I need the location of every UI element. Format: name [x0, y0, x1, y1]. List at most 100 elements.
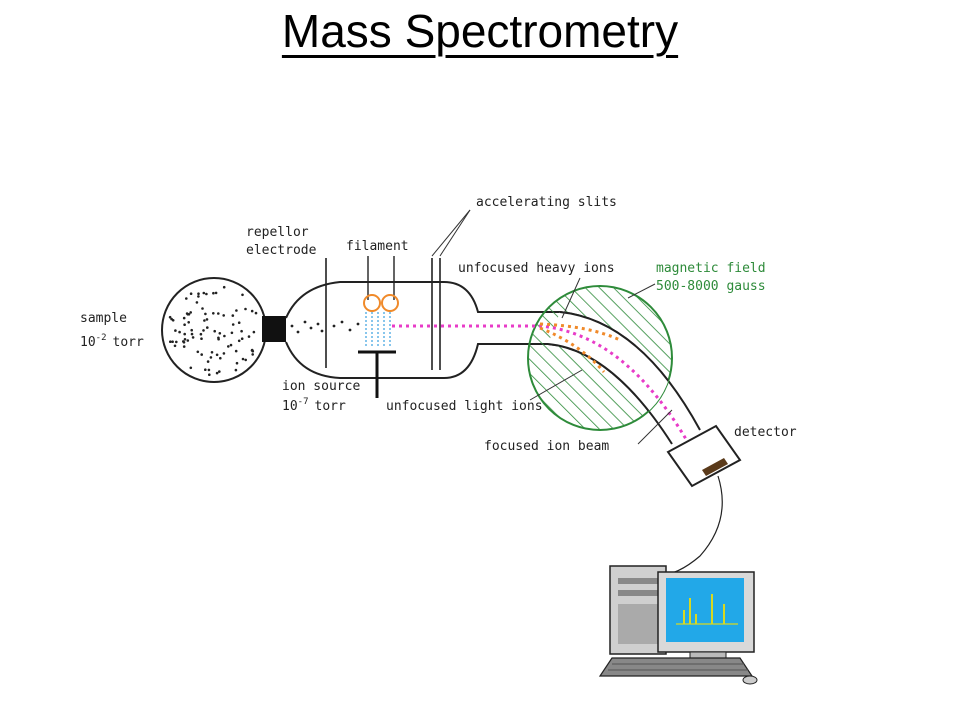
- sample-particle: [241, 357, 245, 361]
- sample-particle: [204, 368, 207, 372]
- sample-molecule: [356, 322, 360, 326]
- sample-particle: [235, 309, 238, 312]
- sample-particle: [170, 317, 173, 321]
- sample-particle: [190, 328, 193, 332]
- sample-particle: [215, 353, 219, 357]
- sample-particle: [183, 332, 186, 336]
- sample-particle: [212, 312, 215, 315]
- sample-particle: [187, 321, 190, 324]
- sample-particle: [195, 301, 199, 304]
- sample-particle: [168, 315, 172, 319]
- sample-particle: [212, 291, 215, 295]
- sample-particle: [218, 370, 221, 373]
- sample-particle: [229, 343, 233, 347]
- ion-beams: [392, 322, 692, 447]
- sample-molecule: [340, 320, 344, 324]
- spectrum-peaks: [676, 594, 738, 625]
- label-focused-ion-beam: focused ion beam: [484, 439, 609, 454]
- sample-particle: [202, 291, 206, 295]
- sample-particle: [182, 316, 186, 320]
- sample-particle: [237, 339, 241, 343]
- sample-particle: [250, 309, 254, 313]
- sample-particle: [222, 314, 225, 317]
- sample-particle: [183, 338, 187, 341]
- sample-particle: [173, 344, 177, 348]
- sample-particle: [231, 314, 235, 317]
- sample-particle: [183, 323, 186, 327]
- sample-particle: [217, 336, 220, 340]
- label-electrode: electrode: [246, 243, 317, 258]
- sample-molecule: [303, 320, 307, 324]
- sample-particle: [235, 361, 239, 365]
- sample-particle: [217, 312, 220, 315]
- sample-particle: [240, 337, 244, 341]
- sample-molecule: [348, 328, 352, 332]
- label-repellor: repellor: [246, 225, 309, 240]
- label-ion-source: ion source: [282, 379, 360, 394]
- sample-particle: [204, 312, 207, 316]
- label-magnetic-field-range: 500-8000 gauss: [656, 279, 766, 294]
- label-magnetic-field: magnetic field: [656, 261, 766, 276]
- sample-particle: [199, 332, 203, 336]
- sample-particle: [251, 353, 254, 356]
- sample-particle: [189, 311, 192, 314]
- sample-particle: [169, 340, 172, 344]
- sample-particle: [206, 360, 210, 363]
- sample-molecule: [316, 322, 320, 326]
- sample-particle: [227, 345, 230, 348]
- sample-particle: [234, 349, 238, 353]
- sample-particle: [190, 332, 194, 336]
- sample-particle: [174, 329, 177, 332]
- sample-particle: [171, 340, 174, 344]
- sample-particle: [205, 318, 209, 321]
- sample-particle: [207, 368, 211, 372]
- sample-particle: [185, 312, 189, 315]
- sample-particle: [222, 285, 226, 289]
- label-unfocused-light-ions: unfocused light ions: [386, 399, 543, 414]
- light-ion-beam: [539, 326, 606, 373]
- sample-particle: [201, 307, 204, 310]
- sample-particle: [185, 297, 188, 300]
- mouse: [742, 675, 758, 685]
- sample-molecules: [290, 320, 360, 334]
- sample-valve: [262, 316, 286, 342]
- sample-particle: [189, 292, 193, 296]
- sample-molecule: [296, 330, 300, 334]
- sample-particle: [215, 371, 219, 375]
- sample-particle: [223, 334, 226, 338]
- sample-particle: [205, 292, 208, 296]
- sample-particle: [218, 332, 222, 335]
- label-filament: filament: [346, 239, 409, 254]
- accelerating-slits: [431, 258, 441, 370]
- sample-particle: [250, 348, 254, 352]
- sample-particle: [252, 330, 256, 334]
- sample-particle: [210, 351, 214, 354]
- label-sample: sample: [80, 311, 127, 326]
- sample-particles: [168, 285, 258, 377]
- sample-particle: [197, 295, 200, 298]
- slide-title: Mass Spectrometry: [281, 5, 679, 57]
- sample-molecule: [290, 324, 294, 328]
- sample-particle: [191, 336, 195, 339]
- sample-particle: [196, 350, 200, 354]
- sample-particle: [247, 335, 251, 338]
- sample-particle: [237, 321, 241, 325]
- sample-particle: [214, 291, 218, 295]
- sample-particle: [186, 339, 190, 342]
- label-unfocused-heavy-ions: unfocused heavy ions: [458, 261, 615, 276]
- sample-particle: [234, 368, 238, 372]
- sample-molecule: [332, 324, 336, 328]
- detector-cable: [649, 475, 723, 576]
- sample-particle: [182, 341, 186, 344]
- detector: [666, 424, 742, 488]
- sample-particle: [209, 356, 213, 359]
- sample-particle: [219, 356, 222, 360]
- sample-particle: [230, 331, 234, 335]
- sample-flask: [161, 277, 286, 383]
- heavy-ion-beam: [539, 322, 621, 342]
- sample-molecule: [320, 329, 324, 333]
- sample-particle: [231, 323, 235, 326]
- sample-particle: [222, 352, 226, 355]
